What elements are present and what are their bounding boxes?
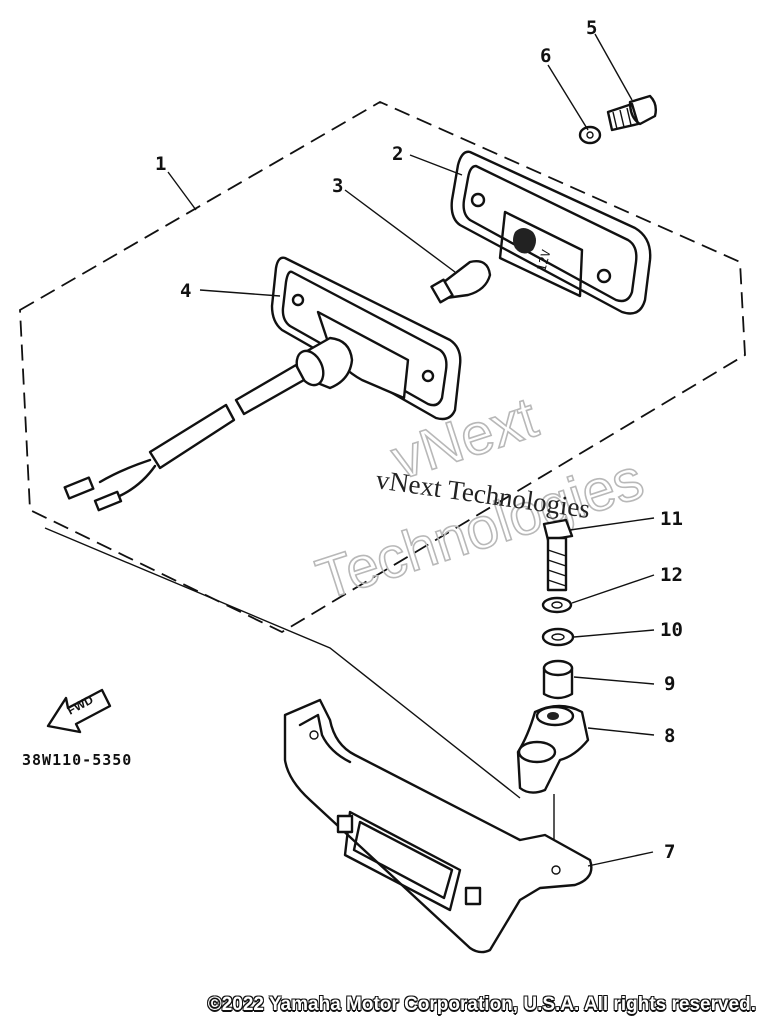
- watermark-line2: Technologies: [309, 446, 651, 612]
- diagram-code: 38W110-5350: [22, 751, 132, 769]
- leader-6: [547, 64, 589, 131]
- assembly-boundary: [19, 100, 746, 634]
- forward-direction-arrow-icon: FWD: [46, 688, 112, 734]
- leader-12: [571, 574, 655, 604]
- callout-6: 6: [540, 45, 551, 67]
- leader-9: [573, 676, 655, 685]
- part-11-bolt: [542, 518, 574, 592]
- watermark: vNext Technologies vNext Technologies: [308, 384, 652, 613]
- bulb-voltage-label: 12V: [534, 248, 553, 273]
- callout-1: 1: [155, 153, 166, 175]
- bracket-guide-line: [44, 527, 521, 799]
- part-6-washer: [578, 125, 602, 145]
- part-9-collar: [542, 659, 574, 700]
- callout-2: 2: [392, 143, 403, 165]
- part-3-bulb: [430, 260, 492, 304]
- part-12-lock-washer: [541, 596, 573, 614]
- leader-3: [344, 189, 456, 273]
- part-7-bracket: [283, 698, 593, 954]
- callout-5: 5: [586, 17, 597, 39]
- callout-10: 10: [660, 619, 683, 641]
- leader-2: [409, 154, 463, 176]
- leader-1: [167, 171, 197, 211]
- leader-5: [594, 33, 633, 101]
- callout-7: 7: [664, 841, 675, 863]
- part-5-screw: [606, 94, 658, 132]
- part-10-washer: [541, 627, 575, 647]
- leader-4: [199, 289, 281, 297]
- part-8-mounting-boss: [516, 704, 590, 794]
- callout-3: 3: [332, 175, 343, 197]
- leader-10: [573, 629, 655, 638]
- part-4-lamp-housing: [270, 256, 462, 421]
- leader-7: [587, 851, 654, 867]
- leader-11: [569, 517, 655, 531]
- callout-12: 12: [660, 564, 683, 586]
- wire-harness: [63, 363, 306, 512]
- callout-8: 8: [664, 725, 675, 747]
- callout-4: 4: [180, 280, 191, 302]
- callout-9: 9: [664, 673, 675, 695]
- copyright-notice: ©2022 Yamaha Motor Corporation, U.S.A. A…: [207, 994, 756, 1015]
- callout-11: 11: [660, 508, 683, 530]
- leader-8: [587, 727, 655, 736]
- part-2-lens-cover: 12V: [450, 150, 652, 315]
